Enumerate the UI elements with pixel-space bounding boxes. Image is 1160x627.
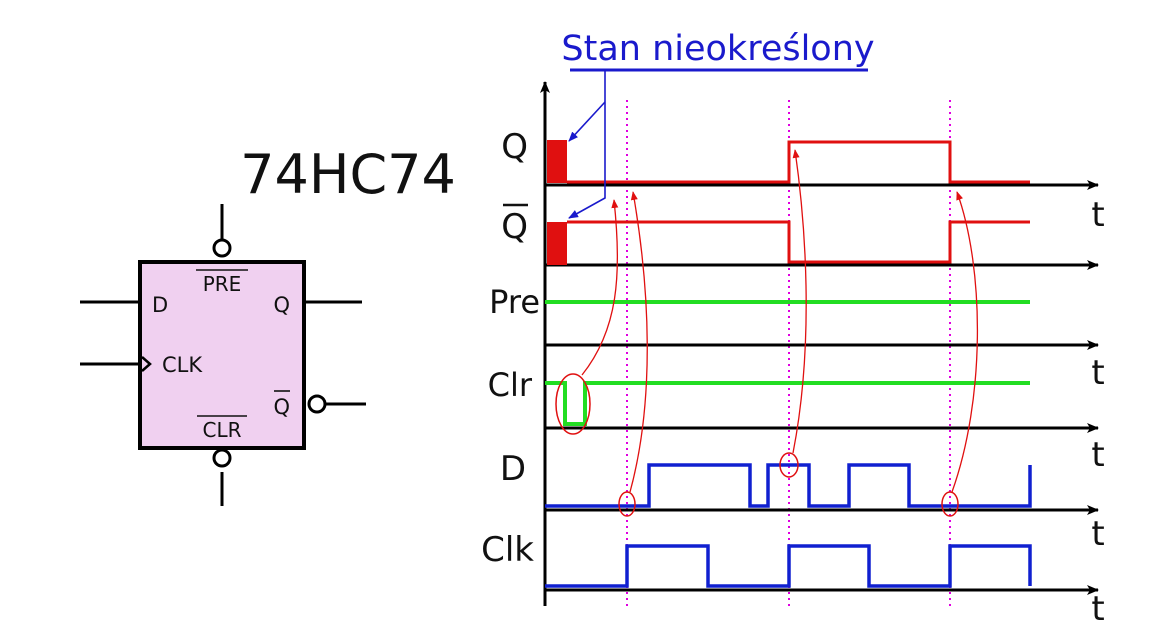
pre-inversion-bubble bbox=[212, 238, 232, 258]
clock-edge-marker bbox=[141, 356, 152, 372]
waveform-clr bbox=[545, 381, 1030, 426]
pre-pin-label: PRE bbox=[203, 272, 242, 296]
signal-label-pre: Pre bbox=[489, 283, 540, 321]
d-to-q-arrow-3 bbox=[951, 191, 979, 493]
d-to-q-arrow-2 bbox=[792, 149, 807, 454]
chip-body bbox=[138, 260, 306, 450]
time-labels: t t t t t bbox=[1091, 195, 1104, 627]
time-label-pre: t bbox=[1091, 353, 1104, 393]
d-sample-ellipse-3 bbox=[941, 491, 959, 517]
signal-label-clk: Clk bbox=[481, 530, 534, 570]
annotation-text: Stan nieokreślony bbox=[561, 29, 874, 69]
q-pin-label: Q bbox=[273, 293, 290, 317]
signal-label-clr: Clr bbox=[488, 366, 533, 404]
timing-diagram: t t t t t Q Q Pre Clr D Clk bbox=[481, 29, 1105, 627]
chip-name: 74HC74 bbox=[240, 143, 456, 206]
clr-inversion-bubble bbox=[212, 448, 232, 468]
annotation-arrow-q bbox=[568, 101, 606, 142]
waveform-clk bbox=[545, 544, 1032, 588]
time-label-d: t bbox=[1091, 514, 1104, 554]
waveform-d bbox=[545, 463, 1032, 508]
time-label-clr: t bbox=[1091, 435, 1104, 475]
signal-label-qbar: Q bbox=[501, 207, 528, 247]
clk-pin-label: CLK bbox=[162, 353, 203, 377]
undefined-state-annotation: Stan nieokreślony bbox=[561, 29, 875, 219]
signal-labels: Q Q Pre Clr D Clk bbox=[481, 127, 540, 570]
time-label-clk: t bbox=[1091, 589, 1104, 627]
qbar-inversion-bubble bbox=[307, 394, 327, 414]
waveforms bbox=[545, 140, 1032, 588]
qbar-undefined-state-block bbox=[547, 222, 567, 265]
signal-label-d: D bbox=[500, 449, 526, 489]
clr-pin-label: CLR bbox=[202, 418, 241, 442]
flip-flop-symbol: 74HC74 D PRE Q CLK Q CLR bbox=[80, 143, 456, 506]
d-sample-ellipse-1 bbox=[618, 491, 636, 517]
q-undefined-state-block bbox=[547, 140, 567, 183]
time-label-q: t bbox=[1091, 195, 1104, 235]
d-to-q-arrow-1 bbox=[629, 191, 648, 493]
causality-markers bbox=[555, 149, 979, 517]
annotation-arrow-qbar bbox=[568, 102, 606, 219]
qbar-pin-label: Q bbox=[273, 395, 290, 419]
waveform-qbar bbox=[567, 220, 1030, 264]
clr-to-qbar-arrow bbox=[581, 199, 619, 376]
d-sample-ellipse-2 bbox=[779, 452, 799, 478]
d-pin-label: D bbox=[152, 293, 168, 317]
signal-label-q: Q bbox=[501, 127, 528, 167]
waveform-q bbox=[567, 140, 1030, 184]
clr-pulse-ellipse bbox=[555, 373, 591, 435]
time-axes bbox=[545, 180, 1099, 595]
